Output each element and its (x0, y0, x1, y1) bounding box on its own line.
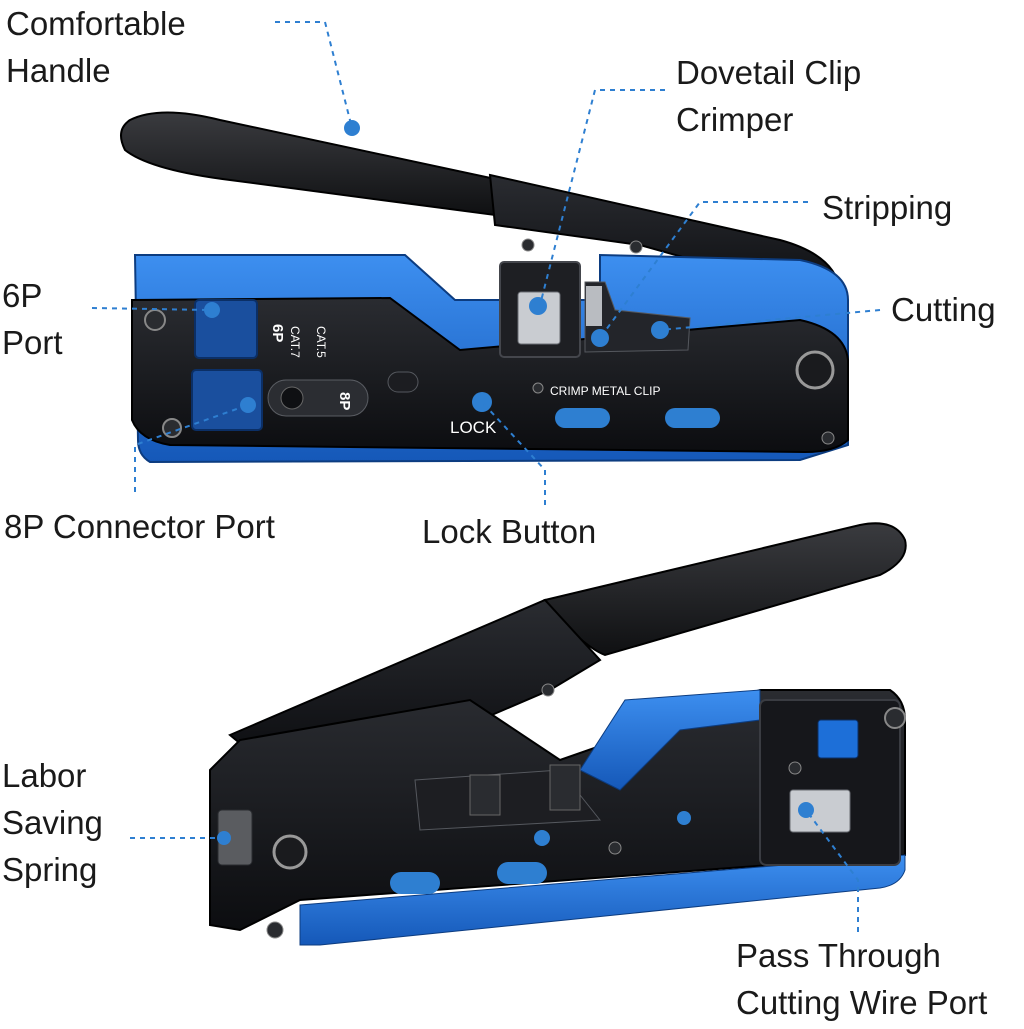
top-screw-handle (521, 238, 535, 252)
top-handle-grip (120, 111, 505, 217)
bottom-crimper-tool (209, 522, 907, 946)
marking-cat7: CAT.7 (288, 326, 302, 358)
lock-button (472, 392, 492, 412)
crimper-pin-dot (529, 297, 547, 315)
marking-8p: 8P (336, 392, 353, 410)
label-pass-through-cutting-wire-port: Pass Through Cutting Wire Port (736, 937, 988, 1021)
slider-knob (280, 386, 304, 410)
pass-through-cutter (789, 789, 851, 833)
top-screw-right (795, 350, 835, 390)
dot-handle (344, 120, 360, 136)
bottom-screw-2 (608, 841, 622, 855)
pass-through-screw-2 (788, 761, 802, 775)
leader-pass-through (805, 809, 859, 932)
marking-crimp-metal-clip: CRIMP METAL CLIP (550, 384, 660, 398)
top-screw-left (144, 309, 166, 331)
top-blue-pill-1 (555, 408, 610, 428)
leader-dots (344, 120, 360, 136)
pass-through-cutter-dot (798, 802, 814, 818)
leader-lock (481, 401, 546, 505)
marking-6p: 6P (269, 324, 286, 342)
port-6p-dot (204, 302, 220, 318)
bottom-screw-3 (266, 921, 284, 939)
bottom-dot-right (677, 811, 691, 825)
top-screw-handle-2 (629, 240, 643, 254)
bottom-screw-1 (541, 683, 555, 697)
label-dovetail-clip-crimper: Dovetail Clip Crimper (676, 54, 862, 138)
pass-through-screw (884, 707, 906, 729)
stripping-blade (586, 286, 602, 326)
leader-comfortable-handle (275, 21, 353, 129)
bottom-body-blue (299, 854, 906, 946)
cutting-dot (591, 329, 609, 347)
top-blue-pill-2 (665, 408, 720, 428)
leader-lines (91, 21, 881, 932)
jaw-1 (469, 774, 501, 816)
top-crimper-tool: 6P CAT.7 CAT.5 8P CRIMP METAL CLIP LOCK (120, 111, 849, 464)
label-comfortable-handle: Comfortable Handle (6, 5, 186, 89)
bottom-screw-pivot (272, 834, 308, 870)
leader-dovetail-clip (539, 89, 665, 306)
label-stripping: Stripping (822, 189, 953, 226)
pass-through-blue-port (817, 719, 859, 759)
bottom-crimp-dot (534, 830, 550, 846)
leader-stripping (599, 201, 808, 339)
bottom-handle-grip (543, 522, 907, 657)
port-8p-opening (191, 369, 263, 431)
crimper-head (517, 291, 561, 345)
label-6p-port: 6P Port (2, 277, 63, 361)
label-cutting: Cutting (891, 291, 996, 328)
marking-cat5: CAT.5 (314, 326, 328, 358)
bottom-blue-pill-2 (497, 862, 547, 884)
label-labor-saving-spring: Labor Saving Spring (2, 757, 103, 888)
leader-cutting (659, 309, 881, 331)
jaw-2 (549, 764, 581, 811)
crimp-indicator (532, 382, 544, 394)
port-8p-dot (240, 397, 256, 413)
bottom-blue-pill-1 (390, 872, 440, 894)
small-slot (387, 371, 419, 393)
marking-lock: LOCK (450, 418, 497, 437)
top-screw-bottom-left (162, 418, 182, 438)
label-8p-connector-port: 8P Connector Port (4, 508, 275, 545)
top-screw-small (821, 431, 835, 445)
label-lock-button: Lock Button (422, 513, 597, 550)
